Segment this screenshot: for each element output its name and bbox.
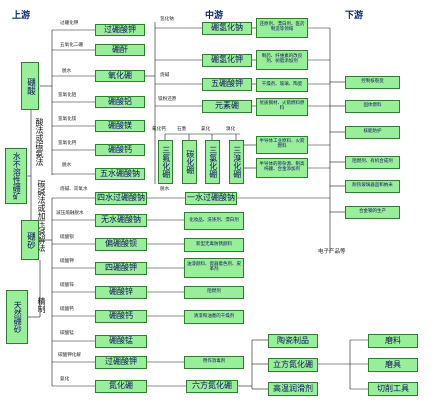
down-5: 耐热玻璃器皿和纳米 — [345, 180, 400, 193]
edge-label-10: 镁粉还原 — [158, 97, 177, 102]
stage-midstream: 中游 — [205, 11, 224, 21]
node-boric-ca2: 硼酸钙 — [95, 310, 147, 323]
node-boric-ca: 硼酸钙 — [95, 144, 145, 156]
edge-label-3: 脱水 — [62, 69, 72, 74]
node-hp-lube: 高温润滑剂 — [268, 382, 318, 396]
note-6: 半导体的掺杂源、制高纯硼、合金添加剂 — [256, 158, 308, 178]
node-zinc-borate: 硼酸锌 — [95, 286, 147, 299]
edge-label-16: 脱水 — [160, 187, 170, 192]
note-9: 新型无毒防锈颜料 — [184, 238, 244, 252]
node-boric-mn: 硼酸锰 — [95, 335, 147, 348]
node-borax: 硼砂 — [21, 220, 39, 260]
node-five-b: 五硼酸钾 — [202, 78, 252, 91]
node-bf3: 三氟化硼 — [158, 140, 173, 184]
edge-label-5: 氢氧化镁 — [58, 117, 77, 122]
edge-label-4: 氢氧化铝 — [58, 93, 77, 98]
edge-label-13: 氯化 — [201, 127, 211, 132]
down-3: 核能防护 — [345, 126, 400, 139]
edge-label-8: 氢化钠 — [160, 17, 174, 22]
down-2: 固体燃料 — [345, 100, 400, 113]
note-12: 清漆和油墨的干燥剂 — [184, 310, 244, 324]
node-boranes: 硼氢化钾 — [202, 54, 252, 67]
note-5: 半导体工业原料、火箭燃料 — [256, 136, 308, 154]
edge-label-1: 过硼化钾 — [60, 21, 79, 26]
note-3: 干燥剂、玻璃、陶瓷 — [256, 78, 308, 92]
edge-label-15: 烧碱、双氧水 — [60, 187, 88, 192]
node-mono-na: 一水过硼酸钠 — [185, 192, 237, 205]
node-bbr3: 三溴化硼 — [229, 140, 244, 184]
down-7: 电子产品等 — [318, 249, 346, 255]
node-boric-salt: 硼酸铝 — [95, 96, 145, 108]
node-tetra-borate: 四硼酸钾 — [95, 262, 147, 275]
edge-label-7: 脱水 — [62, 163, 72, 168]
edge-label-21: 硫酸钙 — [60, 307, 74, 312]
node-boric-acid: 硼酸 — [21, 62, 39, 110]
stage-upstream: 上游 — [12, 11, 31, 21]
node-elem-b: 元素硼 — [202, 100, 252, 113]
edge-label-11: 氟化钙 — [152, 127, 166, 132]
note-11: 阻燃剂 — [184, 286, 244, 299]
edge-label-14: 溴化 — [226, 127, 236, 132]
edge-label-18: 硫酸钡 — [60, 235, 74, 240]
node-hbn: 六方氮化硼 — [186, 380, 238, 393]
node-bc: 碳化硼 — [182, 140, 197, 184]
node-cutting: 切削工具 — [368, 382, 418, 396]
node-boron-oxide: 氧化硼 — [95, 70, 145, 82]
note-7: 化妆品、洗涤剂、漂白剂 — [184, 212, 244, 230]
edge-label-20: 硫酸锌 — [60, 283, 74, 288]
node-nabh4: 硼氢化钠 — [202, 22, 252, 35]
node-pentaborate: 硼酐 — [95, 44, 145, 56]
node-abrasive: 磨料 — [368, 334, 418, 348]
edge-label-17: 减压熔融脱水 — [56, 211, 84, 216]
node-meta-ba: 偏硼酸钡 — [95, 238, 147, 251]
edge-label-24: 氨化 — [60, 377, 70, 382]
node-perborate-k: 过硼酸钾 — [95, 24, 145, 36]
edge-label-6: 氢氧化钙 — [58, 141, 77, 146]
label-refine: 精制 — [37, 297, 46, 313]
label-sand-method: 碳碱法或加压碱解法 — [37, 180, 46, 252]
node-tetra-na: 四水过硼酸钠 — [95, 192, 147, 205]
note-10: 油漆颜料、瓷器着色剂、皮革剂 — [184, 258, 244, 278]
label-ore-method: 酸法或碳氨法 — [35, 118, 44, 166]
node-bn: 氮化硼 — [95, 380, 147, 393]
node-bcl3: 三氯化硼 — [205, 140, 220, 184]
down-4: 阻燃剂、有机合成剂 — [345, 156, 400, 169]
node-ceramic: 陶瓷制品 — [268, 334, 318, 348]
node-anh-na: 无水硼酸钠 — [95, 214, 147, 227]
down-6: 合金钢的生产 — [345, 206, 400, 219]
node-cubic-bn: 立方氮化硼 — [268, 358, 318, 372]
edge-label-2: 五氧化二硼 — [60, 43, 83, 48]
node-penta-na: 五水硼酸钠 — [95, 168, 145, 180]
down-1: 控制核裂变 — [345, 76, 400, 89]
stage-downstream: 下游 — [345, 11, 364, 21]
note-13: 用作消毒剂 — [184, 356, 244, 369]
note-4: 优质钢材、火箭燃料原料 — [256, 98, 308, 116]
node-natural-borax: 天然硼砂 — [6, 290, 28, 344]
note-2: 制药、纤维素的改良剂、树脂添加剂 — [256, 50, 308, 70]
edge-label-9: 烧碱 — [160, 73, 170, 78]
edge-label-19: 硫酸钾 — [60, 259, 74, 264]
node-grinding: 磨具 — [368, 358, 418, 372]
node-ore: 水不溶性硼矿 — [5, 148, 27, 204]
edge-label-12: 石墨 — [177, 127, 187, 132]
edge-label-22: 碳酸锰 — [60, 331, 74, 336]
edge-label-23: 碳酸钾化解 — [58, 353, 81, 358]
node-boric-mg: 硼酸镁 — [95, 120, 145, 132]
note-1: 还原剂、漂白剂、医药制造等领域 — [256, 18, 308, 38]
node-perborate-k2: 过硼酸钾 — [95, 356, 147, 369]
